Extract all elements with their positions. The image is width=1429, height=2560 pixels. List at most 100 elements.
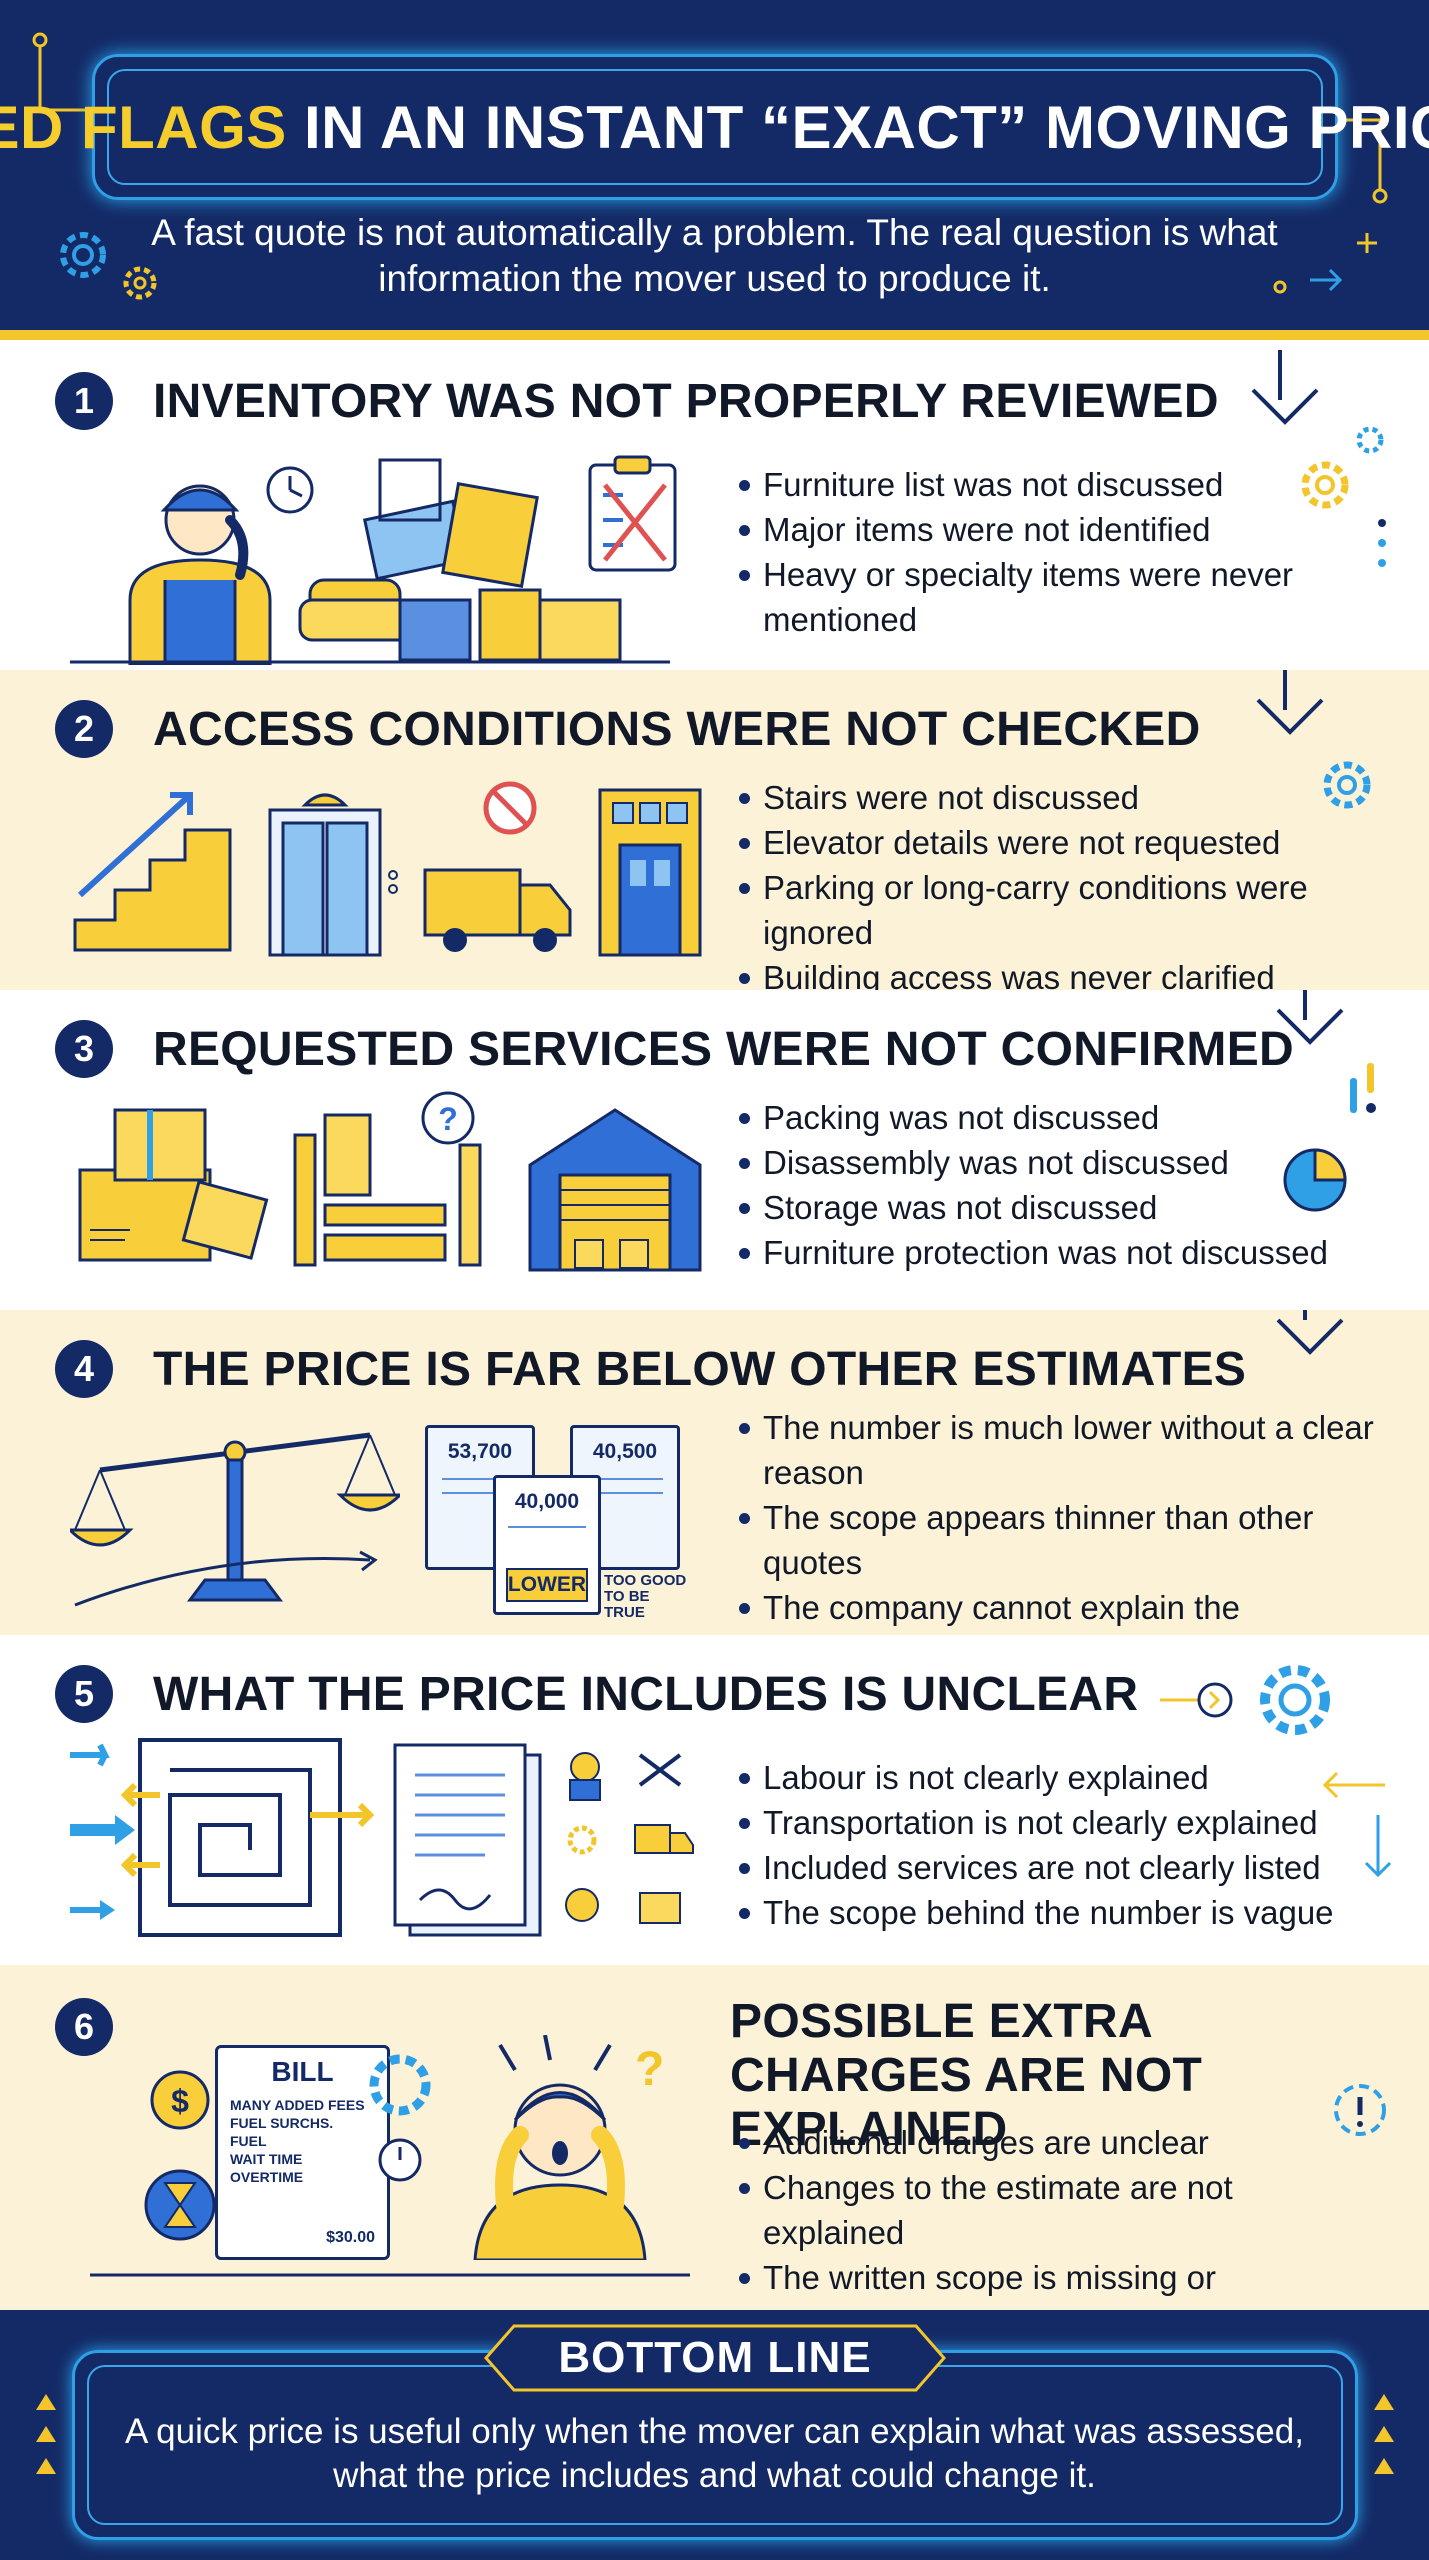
bottom-line-label-frame: BOTTOM LINE — [484, 2324, 946, 2392]
contract-documents-icon — [393, 1743, 542, 1937]
circuit-line-right-icon — [1340, 118, 1388, 204]
section-bullets: Stairs were not discussed Elevator detai… — [735, 775, 1415, 990]
section-title: INVENTORY WAS NOT PROPERLY REVIEWED — [153, 375, 1219, 428]
section-bullets: Packing was not discussed Disassembly wa… — [735, 1095, 1365, 1275]
too-good-label: TOO GOOD TO BE TRUE — [604, 1572, 687, 1621]
bullet-item: Disassembly was not discussed — [735, 1140, 1365, 1185]
bullet-item: Parking or long-carry conditions were ig… — [735, 865, 1415, 955]
bill-line: OVERTIME — [230, 2169, 304, 2185]
bullet-item: Furniture protection was not discussed — [735, 1230, 1365, 1275]
pie-chart-icon — [1283, 1148, 1347, 1212]
cardboard-boxes-icon — [78, 1108, 269, 1262]
section-6: 6 POSSIBLE EXTRA CHARGES ARE NOT EXPLAIN… — [0, 1965, 1429, 2310]
section-title: ACCESS CONDITIONS WERE NOT CHECKED — [153, 703, 1201, 756]
section-title: POSSIBLE EXTRA CHARGES ARE NOT EXPLAINED — [730, 1995, 1203, 2156]
page-subtitle: A fast quote is not automatically a prob… — [151, 212, 1278, 299]
stairs-icon — [73, 792, 232, 952]
alert-icon — [1334, 2084, 1386, 2136]
bullet-item: Heavy or specialty items were never ment… — [735, 552, 1365, 642]
bullet-item: Changes to the estimate are not explaine… — [735, 2165, 1375, 2255]
quote-document-3: 40,000 LOWER — [493, 1475, 601, 1615]
section-4: 4 THE PRICE IS FAR BELOW OTHER ESTIMATES… — [0, 1310, 1429, 1635]
small-gear-icon — [1356, 426, 1384, 454]
bar-dots-icon — [1350, 1063, 1376, 1113]
chevron-down-icon — [1251, 350, 1319, 425]
arrow-left-icon — [1322, 1771, 1385, 1799]
triangle-markers-left — [36, 2394, 56, 2474]
bullet-item: Additional charges are unclear — [735, 2120, 1375, 2165]
bottom-line-banner: BOTTOM LINE A quick price is useful only… — [0, 2310, 1429, 2560]
section-number: 5 — [55, 1665, 113, 1723]
svg-text:?: ? — [635, 2043, 664, 2096]
bullet-item: Elevator details were not requested — [735, 820, 1415, 865]
section-5: 5 WHAT THE PRICE INCLUDES IS UNCLEAR — [0, 1635, 1429, 1965]
divider — [0, 330, 1429, 340]
bullet-item: The scope behind the number is vague — [735, 1890, 1335, 1935]
dots-icon — [1378, 519, 1386, 567]
confused-mover-with-furniture-illustration — [70, 458, 670, 665]
baseline-line — [90, 2273, 690, 2277]
triangle-markers-right — [1374, 2394, 1394, 2474]
maze-arrows-icon — [70, 1738, 375, 1937]
sparkle-icon — [1357, 233, 1377, 253]
disassembled-furniture-icon — [293, 1113, 482, 1267]
bill-line: WAIT TIME — [230, 2151, 303, 2167]
elevator-icon — [268, 793, 398, 957]
section-bullets: Additional charges are unclear Changes t… — [735, 2120, 1375, 2310]
section-bullets: Furniture list was not discussed Major i… — [735, 462, 1365, 642]
bill-line: FUEL SURCHS. — [230, 2115, 334, 2131]
bullet-item: The written scope is missing or incomple… — [735, 2255, 1375, 2310]
services-icons-grid — [565, 1752, 694, 1924]
balance-scale-icon — [70, 1432, 400, 1607]
gear-stopwatch-icon — [369, 2054, 431, 2182]
bottom-line-label: BOTTOM LINE — [558, 2333, 872, 2382]
title-rest: IN AN INSTANT “EXACT” MOVING PRICE — [286, 93, 1429, 161]
section-bullets: The number is much lower without a clear… — [735, 1405, 1375, 1635]
circuit-line-left-icon — [32, 32, 90, 112]
gear-icon — [1301, 461, 1349, 509]
bullet-item: Stairs were not discussed — [735, 775, 1415, 820]
title-frame: RED FLAGS IN AN INSTANT “EXACT” MOVING P… — [0, 54, 1429, 200]
section-title: REQUESTED SERVICES WERE NOT CONFIRMED — [153, 1023, 1294, 1076]
section-3: 3 REQUESTED SERVICES WERE NOT CONFIRMED … — [0, 990, 1429, 1310]
section-number: 4 — [55, 1340, 113, 1398]
bullet-item: Storage was not discussed — [735, 1185, 1365, 1230]
bullet-item: Major items were not identified — [735, 507, 1365, 552]
chevron-down-icon — [1276, 1310, 1344, 1355]
bullet-item: The number is much lower without a clear… — [735, 1405, 1375, 1495]
gear-icon — [60, 232, 106, 278]
bullet-item: The scope appears thinner than other quo… — [735, 1495, 1375, 1585]
building-door-icon — [598, 788, 702, 957]
gear-icon — [1323, 761, 1371, 809]
bill-total: $30.00 — [326, 2229, 375, 2246]
bullet-item: Included services are not clearly listed — [735, 1845, 1335, 1890]
small-gear-icon — [123, 266, 157, 300]
bill-line: FUEL — [230, 2133, 267, 2149]
storage-unit-icon — [528, 1108, 702, 1272]
header-banner: RED FLAGS IN AN INSTANT “EXACT” MOVING P… — [0, 0, 1429, 340]
worried-person-icon: ? — [473, 2035, 664, 2260]
section-number: 1 — [55, 372, 113, 430]
arrow-right-icon — [1273, 268, 1343, 294]
section-1: 1 INVENTORY WAS NOT PROPERLY REVIEWED — [0, 340, 1429, 670]
bullet-item: Labour is not clearly explained — [735, 1755, 1335, 1800]
svg-text:?: ? — [438, 1101, 458, 1137]
section-number: 6 — [55, 1998, 113, 2056]
chevron-down-icon — [1276, 990, 1344, 1045]
bullet-item: Building access was never clarified — [735, 955, 1415, 990]
section-bullets: Labour is not clearly explained Transpor… — [735, 1755, 1335, 1935]
arrow-target-icon — [1160, 1682, 1233, 1718]
bullet-item: Packing was not discussed — [735, 1095, 1365, 1140]
checklist-x-icon — [588, 455, 677, 572]
quote-value-3: 40,000 — [514, 1490, 580, 1513]
bullet-item: Furniture list was not discussed — [735, 462, 1365, 507]
question-bubble-icon: ? — [421, 1091, 475, 1145]
bullet-item: The company cannot explain the differenc… — [735, 1585, 1375, 1635]
section-2: 2 ACCESS CONDITIONS WERE NOT CHECKED Sta… — [0, 670, 1429, 990]
bullet-item: Transportation is not clearly explained — [735, 1800, 1335, 1845]
svg-text:$: $ — [171, 2083, 189, 2119]
section-title: WHAT THE PRICE INCLUDES IS UNCLEAR — [153, 1668, 1139, 1721]
bottom-line-text: A quick price is useful only when the mo… — [125, 2412, 1304, 2495]
chevron-down-icon — [1256, 670, 1324, 735]
page-title: RED FLAGS IN AN INSTANT “EXACT” MOVING P… — [0, 93, 1429, 162]
